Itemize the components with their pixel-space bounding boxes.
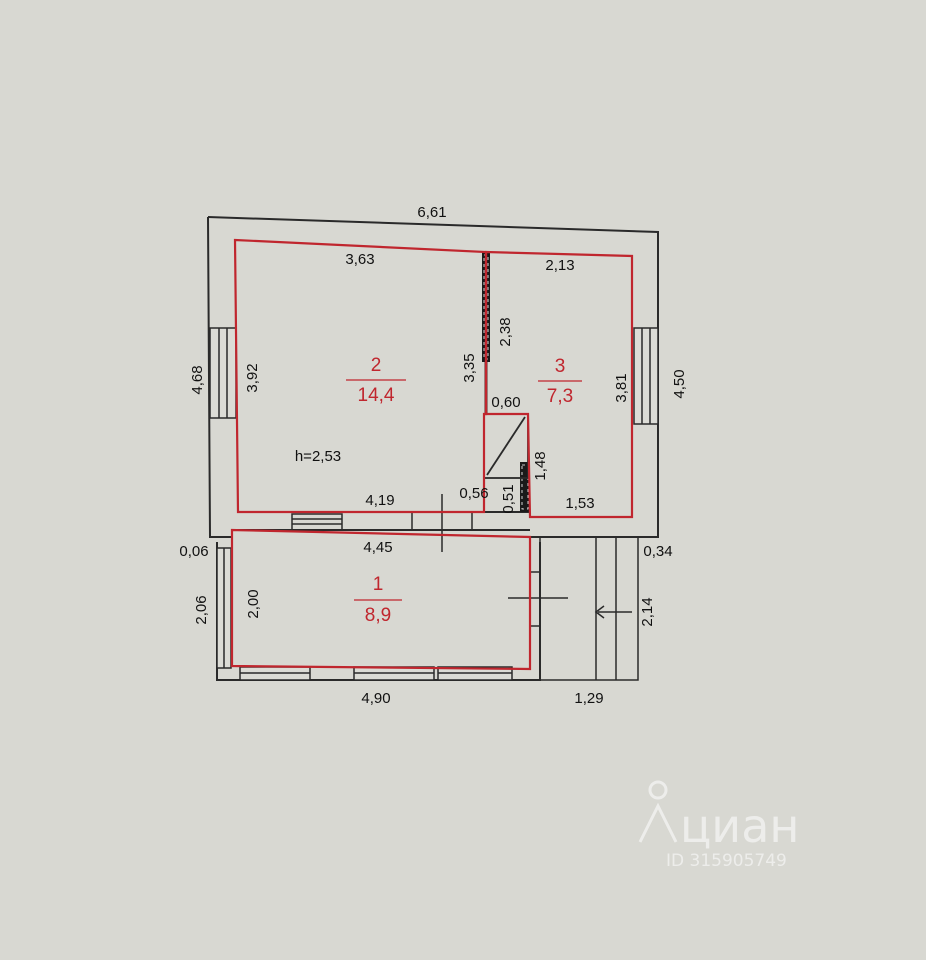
room-1-label: 1 8,9 [354,574,402,626]
room-1-outline [230,528,532,671]
dim-closet-width: 0,60 [491,394,520,411]
dim-partition-full: 3,35 [461,353,478,382]
dim-room1-bottom: 4,90 [361,690,390,707]
room-3-outline [484,250,634,519]
dim-room3-top: 2,13 [545,257,574,274]
window-room1-right [530,571,540,627]
dim-left-outer: 4,68 [189,365,206,394]
room-3-area: 7,3 [547,386,573,407]
window-room1-left [216,547,232,669]
outer-wall-left [207,216,232,538]
dim-partition-upper: 2,38 [497,317,514,346]
window-right [633,327,659,425]
dim-porch-height: 2,14 [639,597,656,626]
room-2-area: 14,4 [358,385,395,406]
porch [539,536,639,681]
room-2-number: 2 [371,355,382,376]
dim-porch-width: 1,29 [574,690,603,707]
dim-overall-width: 6,61 [417,204,446,221]
ceiling-height: h=2,53 [295,448,341,465]
dim-wall-small: 0,51 [500,484,517,513]
room-3-number: 3 [555,356,566,377]
dim-door-gap: 0,56 [459,485,488,502]
dim-room1-left-outer: 2,06 [193,595,210,624]
room-1-area: 8,9 [365,605,391,626]
room-3-label: 3 7,3 [538,356,582,407]
dim-offset-left: 0,06 [179,543,208,560]
dimension-labels: 6,61 3,63 2,13 4,68 3,92 3,35 2,38 3,81 … [179,204,688,707]
window-room1-bottom [239,666,513,681]
dim-room1-left: 2,00 [245,589,262,618]
watermark-brand: циан [680,799,799,853]
cian-logo-icon [638,780,678,843]
room-2-label: 2 14,4 [346,355,406,406]
dim-offset-right: 0,34 [643,543,672,560]
dim-room2-bottom: 4,19 [365,492,394,509]
dim-room1-top: 4,45 [363,539,392,556]
dim-room2-left: 3,92 [244,363,261,392]
room-outlines [230,238,634,671]
window-left-upper [209,327,237,419]
dim-room3-bottom: 1,53 [565,495,594,512]
dim-room2-top: 3,63 [345,251,374,268]
window-interior-strip [291,512,473,531]
dim-right-outer: 4,50 [671,369,688,398]
room-1-number: 1 [373,574,384,595]
dim-room3-right: 3,81 [613,373,630,402]
dim-closet-height: 1,48 [532,451,549,480]
cian-watermark: циан ID 315905749 [638,780,799,871]
watermark-id: ID 315905749 [666,851,787,871]
